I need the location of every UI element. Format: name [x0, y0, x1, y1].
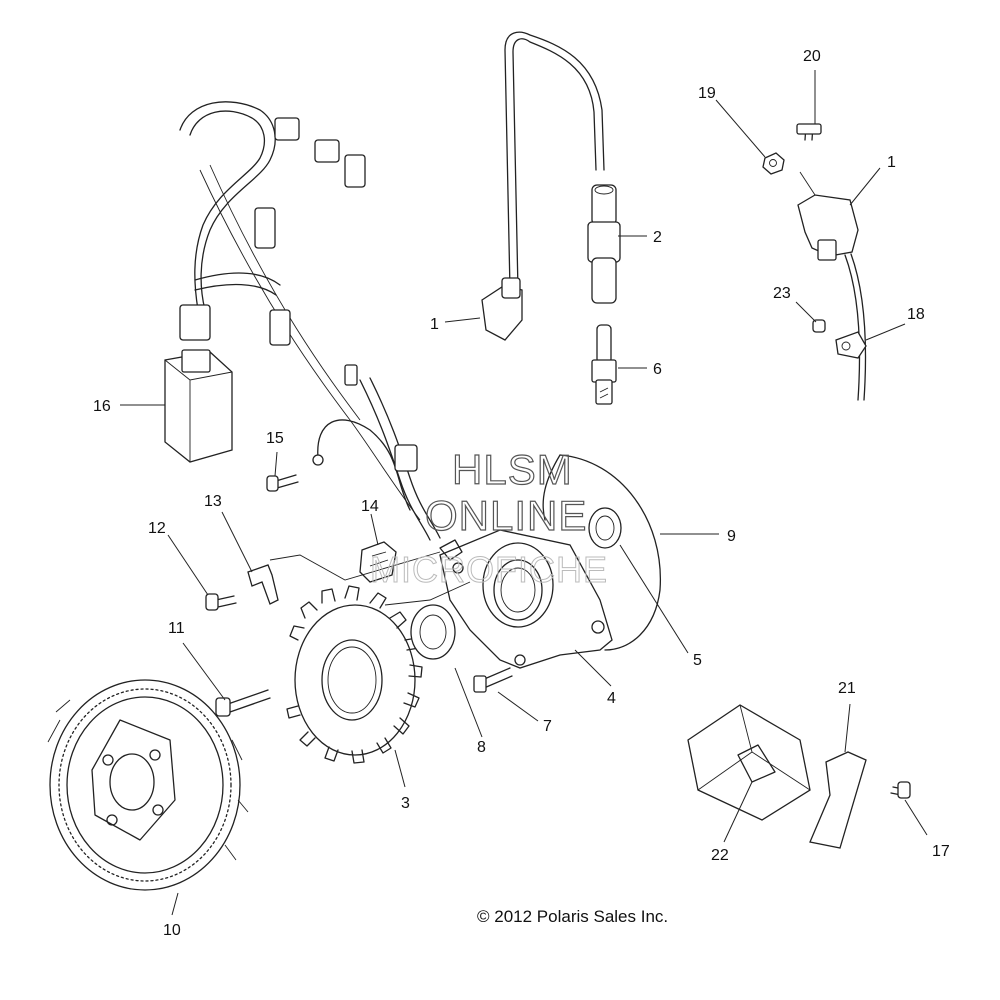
callout-20: 20	[803, 48, 821, 65]
watermark-line-3: MICROFICHE	[370, 549, 608, 590]
watermark-line-1: HLSM	[452, 446, 573, 493]
callout-1-left: 1	[430, 316, 439, 333]
bolt-17	[890, 781, 911, 799]
wiring-harness	[179, 101, 441, 541]
callout-11: 11	[168, 620, 185, 637]
oil-seal-upper	[588, 507, 622, 549]
stator-housing	[439, 529, 613, 669]
ignition-coil-right	[797, 171, 867, 401]
callout-1-right: 1	[887, 154, 896, 171]
callout-4: 4	[607, 690, 616, 707]
watermark-line-2: ONLINE	[425, 492, 587, 539]
pickup-14	[359, 541, 397, 583]
cdi-module	[687, 704, 811, 821]
spark-plug-cap	[587, 184, 621, 304]
callout-21: 21	[838, 680, 856, 697]
bolt-15	[266, 474, 299, 492]
callout-6: 6	[653, 361, 662, 378]
callout-5: 5	[693, 652, 702, 669]
callout-7: 7	[543, 718, 552, 735]
bolt-11	[215, 689, 271, 717]
stator	[286, 585, 423, 764]
callout-23: 23	[773, 285, 791, 302]
nut-19	[762, 152, 785, 175]
mount-bracket-21	[809, 751, 867, 849]
callouts: 1 2 3 4 5 6 7 8 9 10 11 12 13 14 15 16 1…	[93, 48, 950, 939]
oil-seal-lower	[410, 604, 456, 660]
bolt-12	[205, 593, 237, 611]
bracket-13	[247, 564, 279, 605]
callout-19: 19	[698, 85, 716, 102]
callout-8: 8	[477, 739, 486, 756]
bolt-23	[812, 319, 826, 333]
ground-wire	[312, 419, 411, 511]
bolt-20	[796, 123, 822, 141]
callout-10: 10	[163, 922, 181, 939]
callout-16: 16	[93, 398, 111, 415]
callout-2: 2	[653, 229, 662, 246]
cover	[542, 454, 661, 651]
callout-18: 18	[907, 306, 925, 323]
watermark: HLSM ONLINE MICROFICHE	[370, 445, 608, 590]
clamp-18	[835, 331, 867, 359]
callout-12: 12	[148, 520, 166, 537]
callout-22: 22	[711, 847, 729, 864]
flywheel	[47, 679, 249, 891]
callout-9: 9	[727, 528, 736, 545]
spark-plug	[591, 324, 617, 405]
callout-17: 17	[932, 843, 950, 860]
bolt-7	[473, 667, 513, 693]
callout-13: 13	[204, 493, 222, 510]
regulator	[164, 349, 233, 463]
callout-3: 3	[401, 795, 410, 812]
ignition-coil-lead	[481, 31, 605, 341]
copyright-notice: © 2012 Polaris Sales Inc.	[477, 907, 668, 926]
callout-15: 15	[266, 430, 284, 447]
callout-14: 14	[361, 498, 379, 515]
leader-lines	[120, 70, 928, 916]
